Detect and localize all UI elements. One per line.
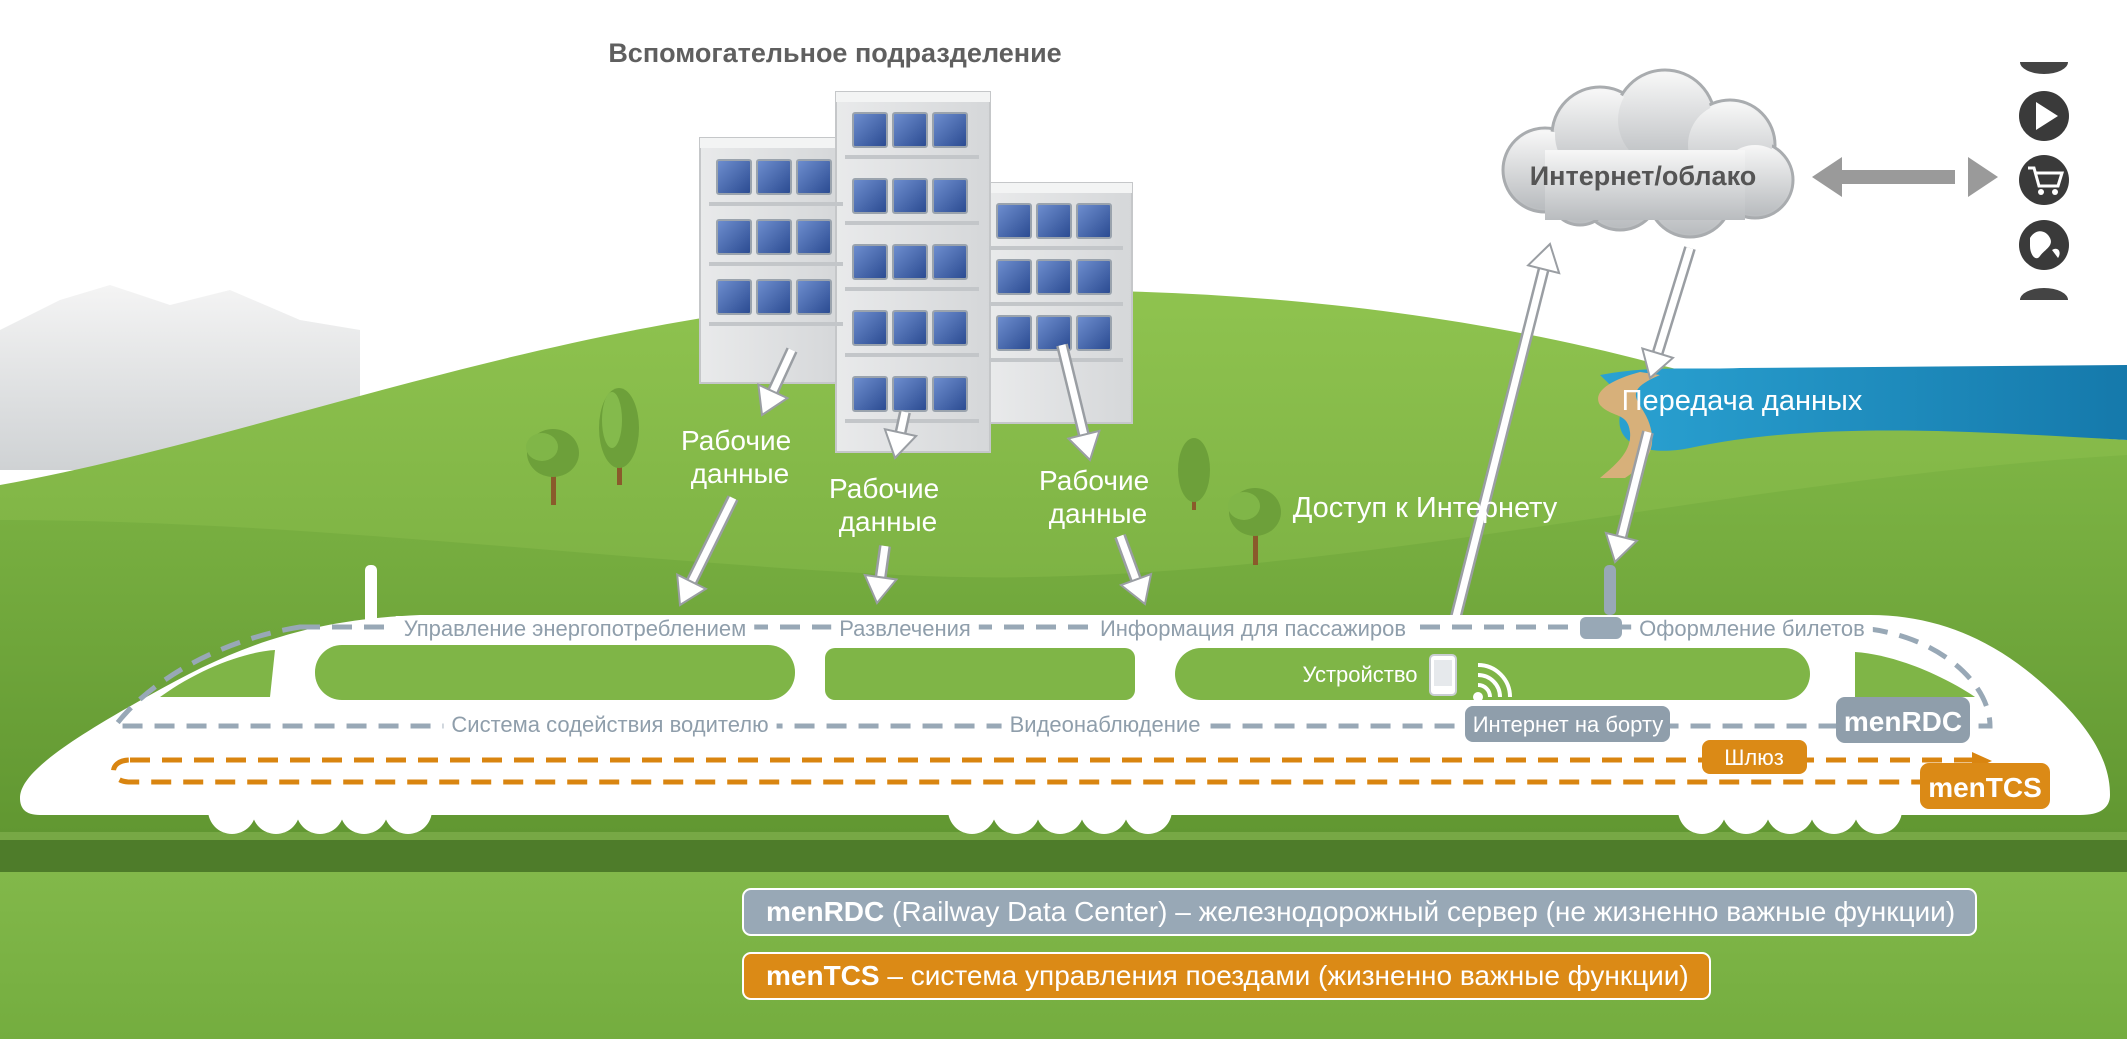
arrow-to-building-left — [757, 347, 798, 417]
label-entertainment: Развлечения — [839, 616, 971, 641]
building-left-window — [716, 279, 752, 315]
wifi-icon — [1473, 663, 1512, 702]
building-left-window — [796, 219, 832, 255]
building-center-window — [852, 178, 888, 214]
internet-cloud: Интернет/облако — [1501, 68, 1795, 239]
building-center-window — [892, 310, 928, 346]
building-right-window — [1036, 259, 1072, 295]
building-right-window — [1076, 203, 1112, 239]
legend-menrdc-bold: menRDC — [766, 896, 885, 927]
building-center-window — [932, 376, 968, 412]
building-right-window — [1036, 315, 1072, 351]
rdc-network-line — [109, 624, 1993, 729]
mentcs-badge: menTCS — [1920, 763, 2050, 809]
building-center-window — [932, 244, 968, 280]
svg-text:Интернет на борту: Интернет на борту — [1473, 712, 1664, 737]
building-center-window — [932, 310, 968, 346]
building-center-window — [852, 112, 888, 148]
building-center-window — [892, 112, 928, 148]
arrow-down-center — [863, 545, 899, 605]
label-passenger-information: Информация для пассажиров — [1100, 616, 1406, 641]
building-left-window — [796, 279, 832, 315]
menrdc-badge: menRDC — [1836, 697, 1970, 743]
arrow-down-right — [1114, 533, 1153, 606]
partial-bottom-icon — [2020, 288, 2068, 300]
building-right-window — [1076, 315, 1112, 351]
building-left-window — [756, 219, 792, 255]
legend-menrdc: menRDC (Railway Data Center) – железнодо… — [742, 888, 1978, 936]
building-left-window — [716, 159, 752, 195]
label-ticketing: Оформление билетов — [1639, 616, 1865, 641]
building-center-window — [892, 244, 928, 280]
gateway-badge: Шлюз — [1702, 740, 1807, 774]
ticketing-box — [1580, 617, 1622, 639]
building-left-window — [756, 159, 792, 195]
building-center-window — [892, 178, 928, 214]
arrow-down-left — [676, 495, 739, 607]
building-right-window — [996, 315, 1032, 351]
legend-mentcs-bold: menTCS — [766, 960, 880, 991]
page-title: Вспомогательное подразделение — [608, 38, 1061, 68]
building-right-window — [1076, 259, 1112, 295]
onboard-internet-badge: Интернет на борту — [1465, 706, 1670, 742]
water — [1600, 365, 2127, 451]
working-data-label-3: Рабочие данные — [1039, 465, 1157, 529]
working-data-label-2: Рабочие данные — [829, 473, 947, 537]
play-icon[interactable] — [2019, 91, 2069, 141]
building-center-window — [932, 112, 968, 148]
building-right-window — [996, 203, 1032, 239]
data-transfer-label: Передача данных — [1622, 385, 1863, 417]
partial-top-icon — [2020, 62, 2068, 74]
building-center-window — [852, 310, 888, 346]
building-right-window — [1036, 203, 1072, 239]
label-driver-assistance: Система содействия водителю — [451, 712, 768, 737]
building-center-window — [932, 178, 968, 214]
trees — [526, 388, 1281, 565]
arrow-to-building-right — [1056, 343, 1101, 462]
support-buildings — [699, 91, 1133, 453]
legend-menrdc-text: (Railway Data Center) – железнодорожный … — [884, 896, 1956, 927]
device: Устройство — [1302, 654, 1512, 702]
cloud-label: Интернет/облако — [1530, 161, 1756, 191]
building-left-window — [756, 279, 792, 315]
label-energy-management: Управление энергопотреблением — [404, 616, 746, 641]
cart-icon[interactable] — [2019, 155, 2069, 205]
data-transfer-arrow-up — [1640, 246, 1696, 380]
svg-text:menTCS: menTCS — [1928, 772, 2042, 803]
building-left-window — [796, 159, 832, 195]
ground-light-strip — [0, 832, 2127, 840]
internet-access-label: Доступ к Интернету — [1293, 492, 1558, 524]
cloud-icons-double-arrow — [1812, 157, 1998, 197]
globe-icon[interactable] — [2019, 220, 2069, 270]
ground-dark-strip — [0, 840, 2127, 872]
building-center-window — [852, 376, 888, 412]
svg-text:Шлюз: Шлюз — [1724, 745, 1784, 770]
legend-mentcs-text: – система управления поездами (жизненно … — [879, 960, 1689, 991]
working-data-label-1: Рабочие данные — [681, 425, 799, 489]
legend-mentcs: menTCS – система управления поездами (жи… — [742, 952, 1711, 1000]
device-label: Устройство — [1302, 662, 1417, 687]
building-right-window — [996, 259, 1032, 295]
building-left-window — [716, 219, 752, 255]
arrow-to-building-center — [883, 410, 919, 460]
data-transfer-arrow-down — [1604, 430, 1654, 564]
svg-text:menRDC: menRDC — [1844, 706, 1962, 737]
side-icons — [2019, 62, 2069, 300]
building-center-window — [852, 244, 888, 280]
label-video-surveillance: Видеонаблюдение — [1010, 712, 1201, 737]
building-center-window — [892, 376, 928, 412]
